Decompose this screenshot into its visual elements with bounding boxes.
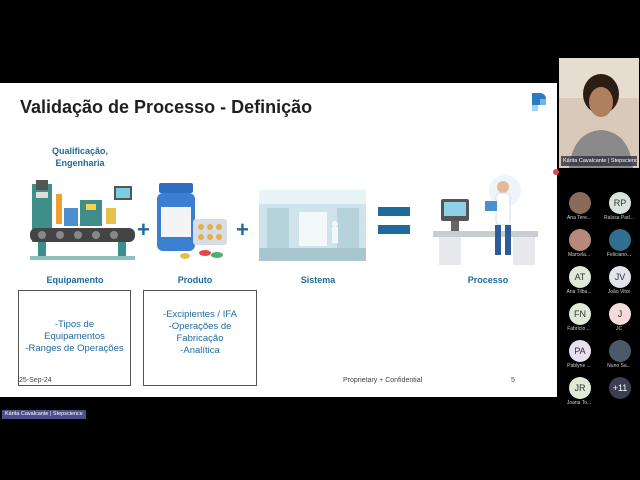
presenter-name-label: Kárita Cavalcante | Stepscience — [2, 410, 86, 419]
participant-panel: Kárita Cavalcante | Stepscience Ana Tere… — [557, 58, 640, 406]
equals-symbol — [378, 225, 410, 234]
plus-symbol: + — [236, 217, 249, 242]
plus-symbol: + — [137, 217, 150, 242]
participant-avatar: AT — [569, 266, 591, 288]
participant-name: Marcela... — [568, 252, 590, 258]
column-label-process: Processo — [467, 275, 509, 285]
footer-date: 25-Sep-24 — [19, 377, 52, 384]
participant-avatar: JR — [569, 377, 591, 399]
slide-title: Validação de Processo - Definição — [20, 97, 313, 117]
participant-tile[interactable]: Feliciano... — [599, 227, 639, 263]
equipment-details-box: -Tipos de Equipamentos -Ranges de Operaç… — [18, 290, 131, 386]
column-label-system: Sistema — [300, 275, 336, 285]
footer-page-number: 5 — [511, 377, 515, 384]
participant-tile[interactable]: Ana Tere... — [559, 190, 599, 226]
participant-name: João Vitor — [607, 289, 631, 295]
equals-symbol — [378, 207, 410, 216]
column-label-equipment: Equipamento — [46, 275, 104, 285]
participant-avatar: PA — [569, 340, 591, 362]
participant-name: JC — [615, 326, 623, 332]
participant-name: Nuno Sa... — [607, 363, 631, 369]
speaker-avatar — [559, 58, 639, 168]
equipment-image — [30, 178, 135, 260]
participant-tile[interactable]: Marcela... — [559, 227, 599, 263]
main-speaker-video[interactable]: Kárita Cavalcante | Stepscience — [559, 58, 639, 168]
footer-confidential: Proprietary + Confidential — [343, 377, 423, 384]
qualification-label: Qualificação, Engenharia — [51, 146, 109, 168]
main-speaker-name: Kárita Cavalcante | Stepscience — [561, 156, 637, 166]
participant-avatar: RP — [609, 192, 631, 214]
recording-indicator-icon — [553, 169, 559, 175]
participant-name: Pablyne ... — [567, 363, 591, 369]
column-label-product: Produto — [177, 275, 213, 285]
participant-name: Feliciano... — [606, 252, 632, 258]
participant-name: Fabrício ... — [567, 326, 591, 332]
more-participants-button[interactable]: +11 — [609, 377, 631, 399]
participant-avatar: JV — [609, 266, 631, 288]
product-details-box: -Excipientes / IFA -Operações de Fabrica… — [143, 290, 257, 386]
participant-name: Raíssa Pad... — [603, 215, 634, 221]
participant-name: Ana Tere... — [566, 215, 592, 221]
participant-avatar — [609, 229, 631, 251]
participant-name: Joana To... — [566, 400, 592, 406]
process-image — [433, 175, 538, 265]
participant-avatar — [609, 340, 631, 362]
participant-tile[interactable]: +11 — [599, 375, 639, 411]
shared-slide: Validação de Processo - Definição Qualif… — [0, 83, 557, 397]
participant-avatar — [569, 229, 591, 251]
participant-tile[interactable]: Nuno Sa... — [599, 338, 639, 374]
company-logo-icon — [532, 93, 546, 111]
participant-avatar: FN — [569, 303, 591, 325]
participant-name: Ana Tilba... — [566, 289, 592, 295]
participant-avatar: J — [609, 303, 631, 325]
product-image — [157, 183, 227, 259]
participant-avatar — [569, 192, 591, 214]
system-image — [259, 190, 366, 261]
